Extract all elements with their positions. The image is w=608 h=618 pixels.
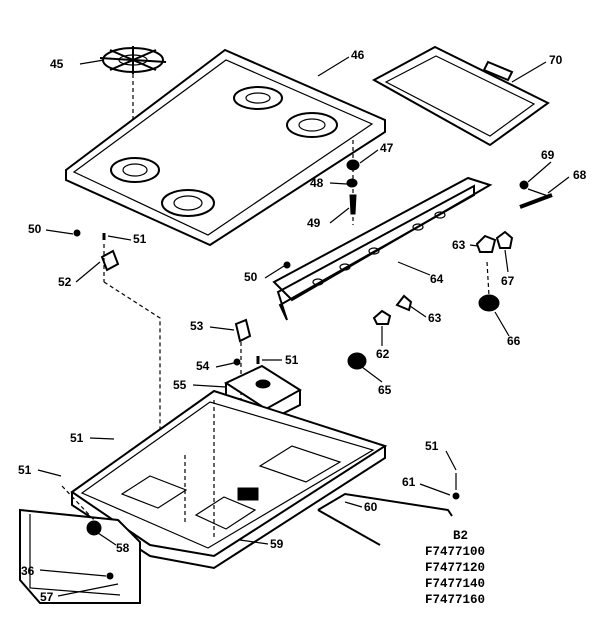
callout-65: 65	[378, 383, 392, 397]
callout-63-lower: 63	[428, 311, 442, 325]
callout-47: 47	[380, 141, 394, 155]
callout-50-top: 50	[28, 222, 42, 236]
callout-49: 49	[307, 216, 321, 230]
callout-51-far-left: 51	[18, 463, 32, 477]
callout-51-right: 51	[425, 439, 439, 453]
callout-68: 68	[573, 168, 587, 182]
callout-69: 69	[541, 148, 555, 162]
parts-60-61-rod	[317, 473, 460, 546]
callout-64: 64	[430, 272, 444, 286]
callout-45: 45	[50, 57, 64, 71]
callout-67: 67	[501, 274, 515, 288]
callout-59: 59	[270, 537, 284, 551]
callout-labels: 45 46 70 47 48 49 69 68 50 51 52 63 67 5…	[18, 48, 587, 604]
callout-51-top: 51	[133, 232, 147, 246]
callout-51-left: 51	[70, 431, 84, 445]
callout-60: 60	[364, 500, 378, 514]
callout-70: 70	[549, 53, 563, 67]
callout-58: 58	[116, 541, 130, 555]
model-number: F7477140	[425, 577, 486, 591]
callout-61: 61	[402, 475, 416, 489]
model-header: B2	[453, 529, 469, 543]
callout-55: 55	[173, 378, 187, 392]
callout-50-mid: 50	[244, 270, 258, 284]
part-59-base-pan	[70, 389, 388, 570]
callout-52: 52	[58, 275, 72, 289]
callout-48: 48	[310, 176, 324, 190]
knobs-and-valves	[347, 230, 514, 370]
callout-54: 54	[196, 359, 210, 373]
parts-47-48-49-burner-hardware	[346, 140, 360, 225]
model-number: F7477120	[425, 561, 486, 575]
part-46-cooktop	[65, 48, 386, 247]
part-64-manifold-bracket	[272, 176, 493, 321]
callout-66: 66	[507, 334, 521, 348]
callout-62: 62	[376, 347, 390, 361]
callout-46: 46	[351, 48, 365, 62]
model-number: F7477100	[425, 545, 486, 559]
callout-51-mid: 51	[285, 353, 299, 367]
parts-68-69-screw-and-tube	[519, 180, 553, 209]
callout-63-right: 63	[452, 238, 466, 252]
leader-lines	[37, 56, 570, 597]
callout-53: 53	[190, 319, 204, 333]
callout-57: 57	[40, 590, 54, 604]
small-hardware	[73, 229, 291, 455]
model-number-block: B2 F7477100 F7477120 F7477140 F7477160	[425, 528, 545, 608]
model-number: F7477160	[425, 593, 486, 607]
part-45-burner-grate	[99, 46, 167, 150]
callout-36: 36	[21, 564, 35, 578]
part-70-tray	[371, 45, 550, 147]
part-57-front-panel	[19, 485, 141, 604]
